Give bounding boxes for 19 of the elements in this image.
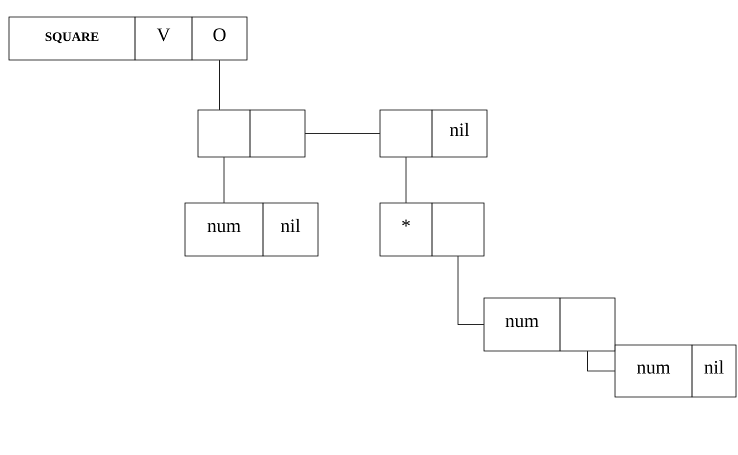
empty-cell [380, 110, 432, 158]
empty-cell [250, 110, 306, 158]
cell: nil [692, 344, 736, 398]
cell: SQUARE [8, 16, 136, 60]
connector-line [219, 60, 220, 110]
cell: nil [262, 202, 318, 256]
cell: num [184, 202, 264, 256]
empty-cell [560, 298, 616, 352]
connector-line [305, 133, 380, 134]
cell: * [380, 202, 432, 256]
cell: O [192, 16, 248, 60]
cell: num [484, 298, 560, 352]
empty-cell [198, 110, 250, 158]
cell: V [134, 16, 192, 60]
connector-line [458, 256, 484, 325]
cell: num [614, 344, 692, 398]
cell: nil [432, 110, 488, 158]
connector-line [587, 351, 615, 372]
empty-cell [432, 202, 484, 256]
